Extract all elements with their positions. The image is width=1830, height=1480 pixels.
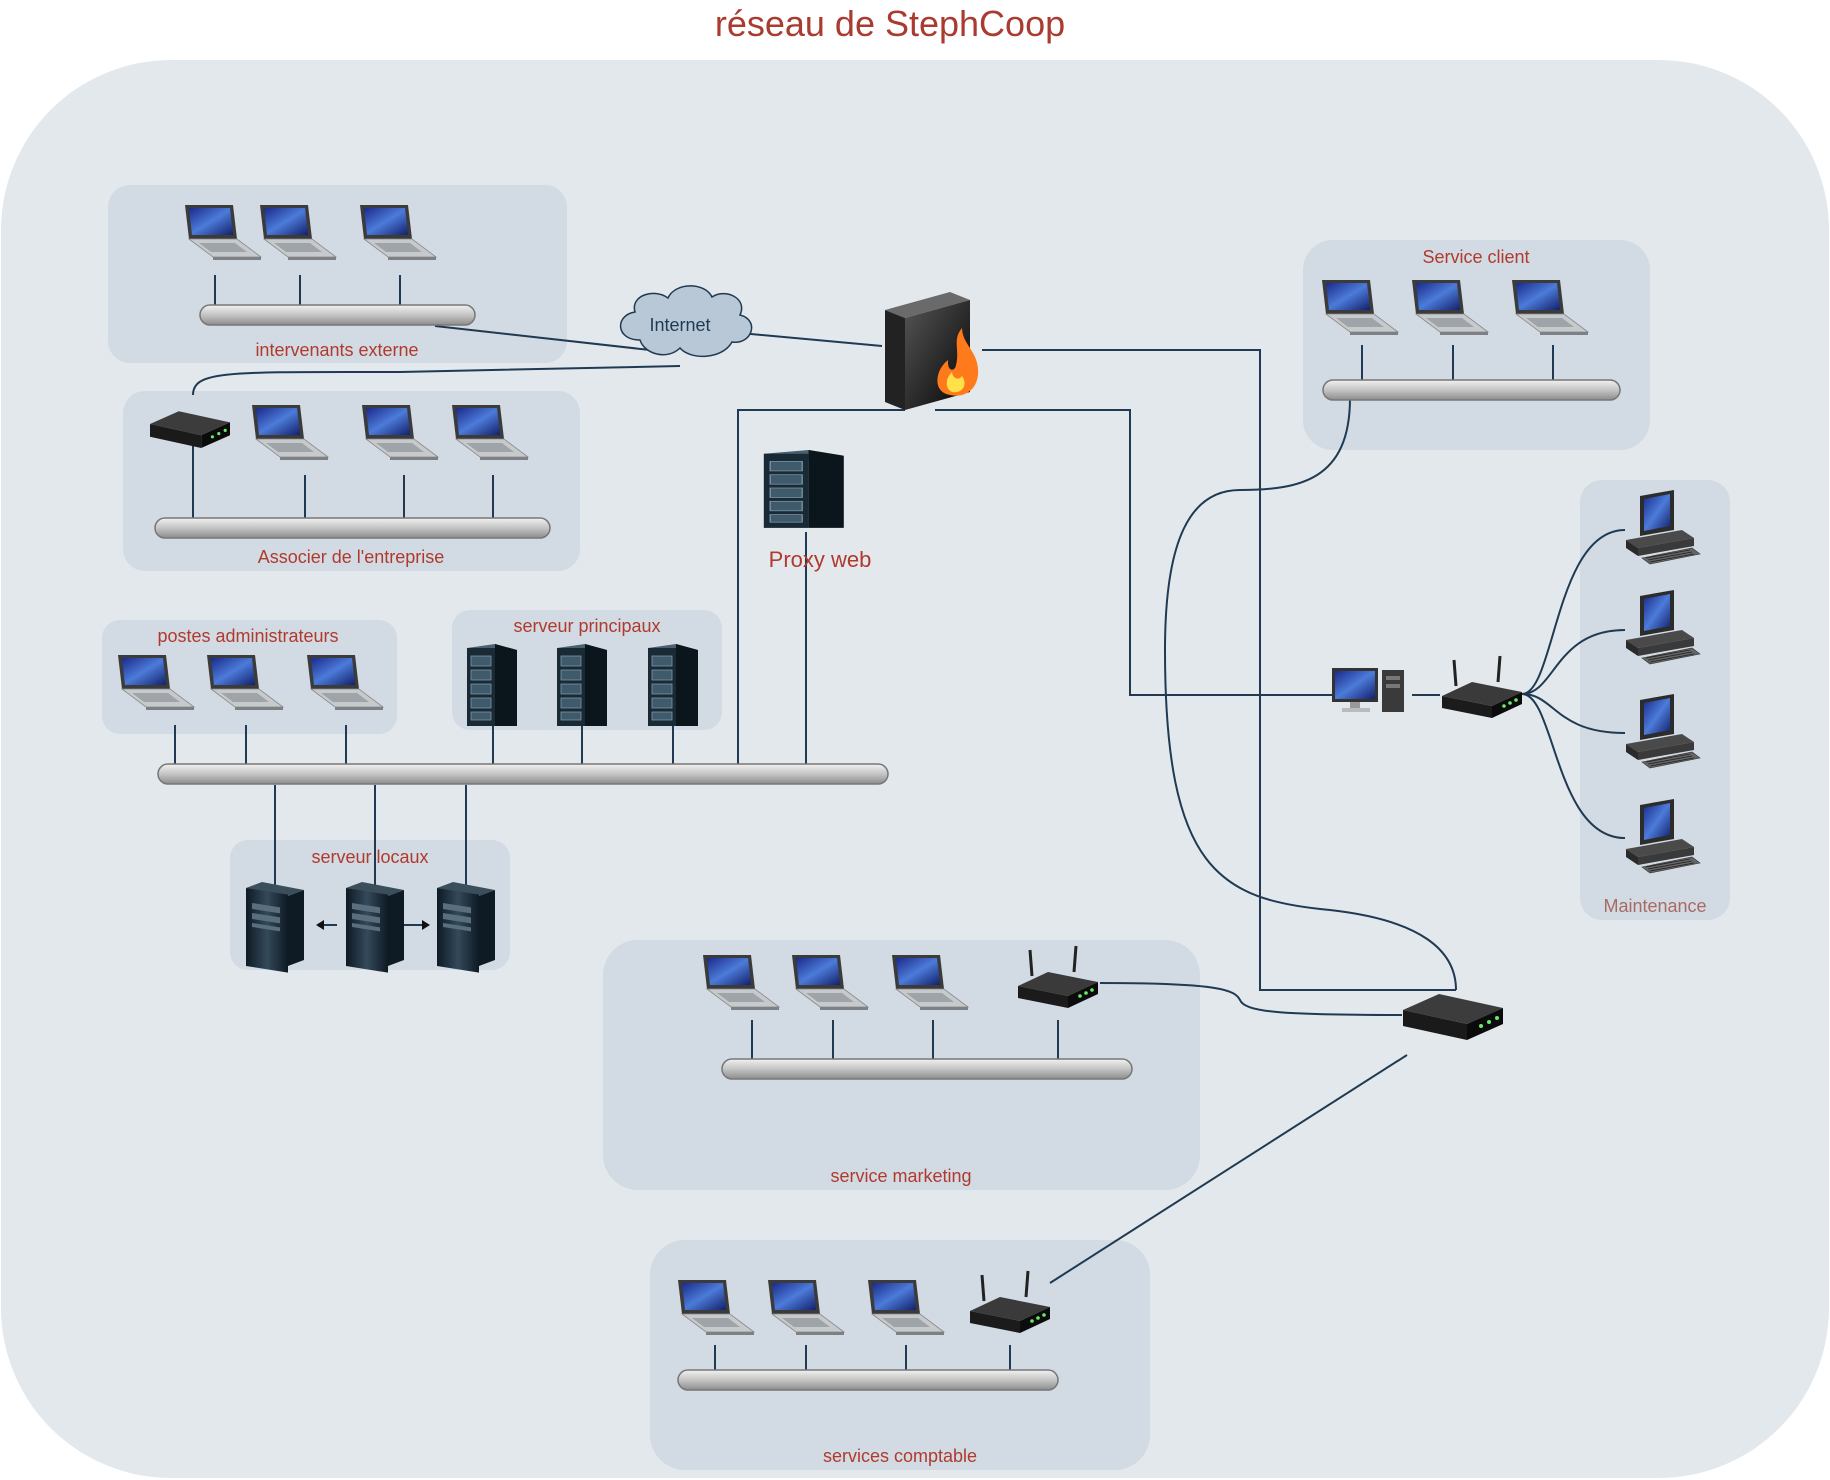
server-tower-icon <box>437 882 495 973</box>
group-external <box>108 185 567 363</box>
cloud-icon <box>619 285 753 358</box>
group-accounting <box>650 1240 1150 1470</box>
network-bus <box>199 304 476 326</box>
firewall-icon <box>885 292 979 410</box>
server-tower-icon <box>246 882 304 973</box>
network-bus <box>721 1058 1133 1080</box>
server-tower-icon <box>346 882 404 973</box>
group-label-associates: Associer de l'entreprise <box>258 547 445 567</box>
group-customer-service <box>1303 240 1650 450</box>
server-rack-icon <box>556 643 608 727</box>
connections <box>174 275 1626 1371</box>
group-label-external: intervenants externe <box>255 340 418 360</box>
server-rack-icon <box>466 643 518 727</box>
group-label-maintenance: Maintenance <box>1603 896 1706 916</box>
group-label-local-servers: serveur locaux <box>311 847 428 867</box>
server-rack-icon <box>647 643 699 727</box>
group-label-customer-service: Service client <box>1422 247 1529 267</box>
network-bus <box>157 763 889 785</box>
group-label-accounting: services comptable <box>823 1446 977 1466</box>
group-label-marketing: service marketing <box>830 1166 971 1186</box>
group-label-main-servers: serveur principaux <box>513 616 660 636</box>
group-label-admins: postes administrateurs <box>157 626 338 646</box>
proxy-label: Proxy web <box>769 547 872 572</box>
diagram-title: réseau de StephCoop <box>715 3 1065 44</box>
network-bus <box>154 517 551 539</box>
network-bus <box>1322 379 1621 401</box>
proxy-server-icon <box>763 449 845 529</box>
network-bus <box>677 1369 1059 1391</box>
internet-label: Internet <box>649 315 710 335</box>
